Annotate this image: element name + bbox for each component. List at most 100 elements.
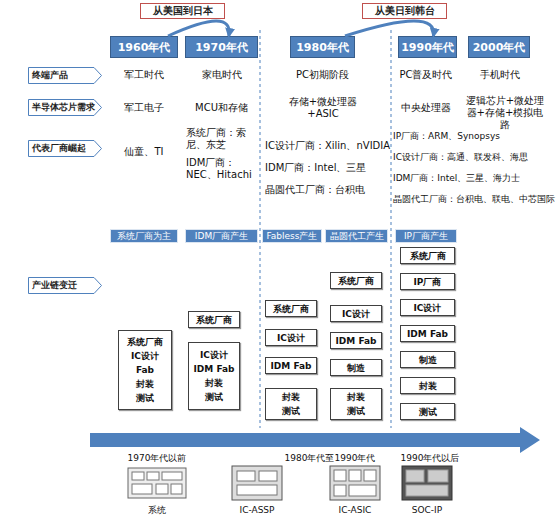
node-text: 测试 [282,404,300,418]
node-text: IDM厂商产生 [195,230,248,243]
node-text: 系统厂商为主 [117,230,171,243]
board-chip [147,472,159,480]
row-text: 1980年代至1990年代 [250,452,410,464]
chip-block [237,485,277,495]
row-text: 系统厂商：索尼、东芝 [186,127,258,151]
node-text: 系统厂商 [196,313,232,327]
board-chip [132,484,152,494]
node-text: 制造 [347,361,365,375]
node-text: 产业链变迁 [32,279,77,292]
chain-box: IC设计 [265,329,317,346]
chip-block [406,470,424,482]
asic-chip [330,466,380,500]
chip-block [349,470,361,481]
node-text: 封装 [419,379,437,393]
row-text: 军工时代 [110,69,178,81]
soc-chip [402,466,452,500]
chevron-shape [29,100,102,116]
annotation-box: 从美日到韩台 [362,3,447,19]
node-text: 封装 [205,376,223,390]
chain-box: 系统厂商 [265,300,317,317]
assp-chip [232,466,282,500]
node-text: IP厂商产生 [404,230,448,243]
chain-box: 系统厂商IC设计Fab封装测试 [118,330,172,410]
chain-box: 制造 [330,359,382,376]
chain-box: 封装 [400,377,455,394]
node-text: IC设计 [200,348,228,362]
chain-box: 系统厂商 [400,247,455,264]
node-text: 系统厂商 [410,249,446,263]
node-text: IDM Fab [270,359,311,373]
row-text: 1990年代以后 [370,452,490,464]
row-text: 系统 [117,504,197,516]
row-text: 逻辑芯片+微处理器+存储+模拟电路 [465,95,545,131]
row-header: 半导体芯片需求 [28,99,102,116]
node-text: IDM Fab [407,327,448,341]
chevron-shape [29,68,102,84]
timeline-arrow [90,427,540,453]
row-text: 军工电子 [110,102,178,114]
row-text: 1970年代以前 [97,452,217,464]
era-shift-arrow [168,21,229,36]
chain-box: IDM Fab [400,325,455,342]
chain-box: 封装测试 [330,388,382,420]
node-text: 封装 [282,390,300,404]
row-text: IC设计厂商：Xilin、nVIDIA [265,140,390,152]
node-text: 2000年代 [473,40,526,55]
node-text: IC设计 [277,331,305,345]
chevron-shape [29,278,102,294]
row-text: PC普及时代 [395,69,457,81]
chain-box: IDM Fab [330,332,382,349]
era-box: 1980年代 [290,36,355,58]
chain-box: 测试 [400,403,455,420]
era-box: 1990年代 [398,36,457,58]
row-text: 家电时代 [185,69,258,81]
node-text: 从美国到日本 [153,4,213,18]
node-text: 代表厂商崛起 [32,142,86,155]
node-text: 系统厂商 [338,274,374,288]
stage-bar: IDM厂商产生 [185,229,258,243]
chain-box: 系统厂商 [330,272,382,289]
node-text: 系统厂商 [127,335,163,349]
chain-box: IDM Fab [265,357,317,374]
node-text: 晶圆代工产生 [330,230,384,243]
row-text: IC-ASSP [217,504,297,516]
board-chip [132,472,144,480]
node-text: 1960年代 [118,40,171,55]
row-header: 产业链变迁 [28,277,102,294]
row-text: IDM厂商：NEC、Hitachi [186,157,258,181]
node-text: 封装 [136,377,154,391]
stage-bar: 晶圆代工产生 [325,229,388,243]
node-text: 终端产品 [32,69,68,82]
node-text: 从美日到韩台 [375,4,435,18]
chip-block [237,471,255,481]
node-text: Fab [136,363,154,377]
node-text: 半导体芯片需求 [32,101,95,114]
row-text: 手机时代 [465,69,535,81]
node-text: IC设计 [342,307,370,321]
node-text: 测试 [136,391,154,405]
chain-box: IC设计IDM Fab封装测试 [188,342,240,410]
row-text: IDM厂商：Intel、三星、海力士 [393,172,555,184]
node-text: 测试 [347,404,365,418]
row-text: 中央处理器 [395,102,457,114]
era-divider [391,30,392,428]
row-text: 存储+微处理器+ASIC [288,96,358,120]
board-chip [156,484,168,494]
era-shift-arrow [345,21,434,36]
chain-box: 封装测试 [265,388,317,420]
row-text: IDM厂商：Intel、三星 [265,162,390,174]
node-text: IC设计 [131,349,159,363]
node-text: Fabless产生 [267,230,318,243]
node-text: IP厂商 [414,275,442,289]
row-text: MCU和存储 [185,102,258,114]
chip-block [349,485,376,496]
chain-box: IC设计 [400,299,455,316]
annotation-box: 从美国到日本 [140,3,225,19]
node-text: 1970年代 [195,40,248,55]
board-chip [162,472,182,480]
chevron-shape [29,141,102,157]
chip-block [364,470,376,481]
